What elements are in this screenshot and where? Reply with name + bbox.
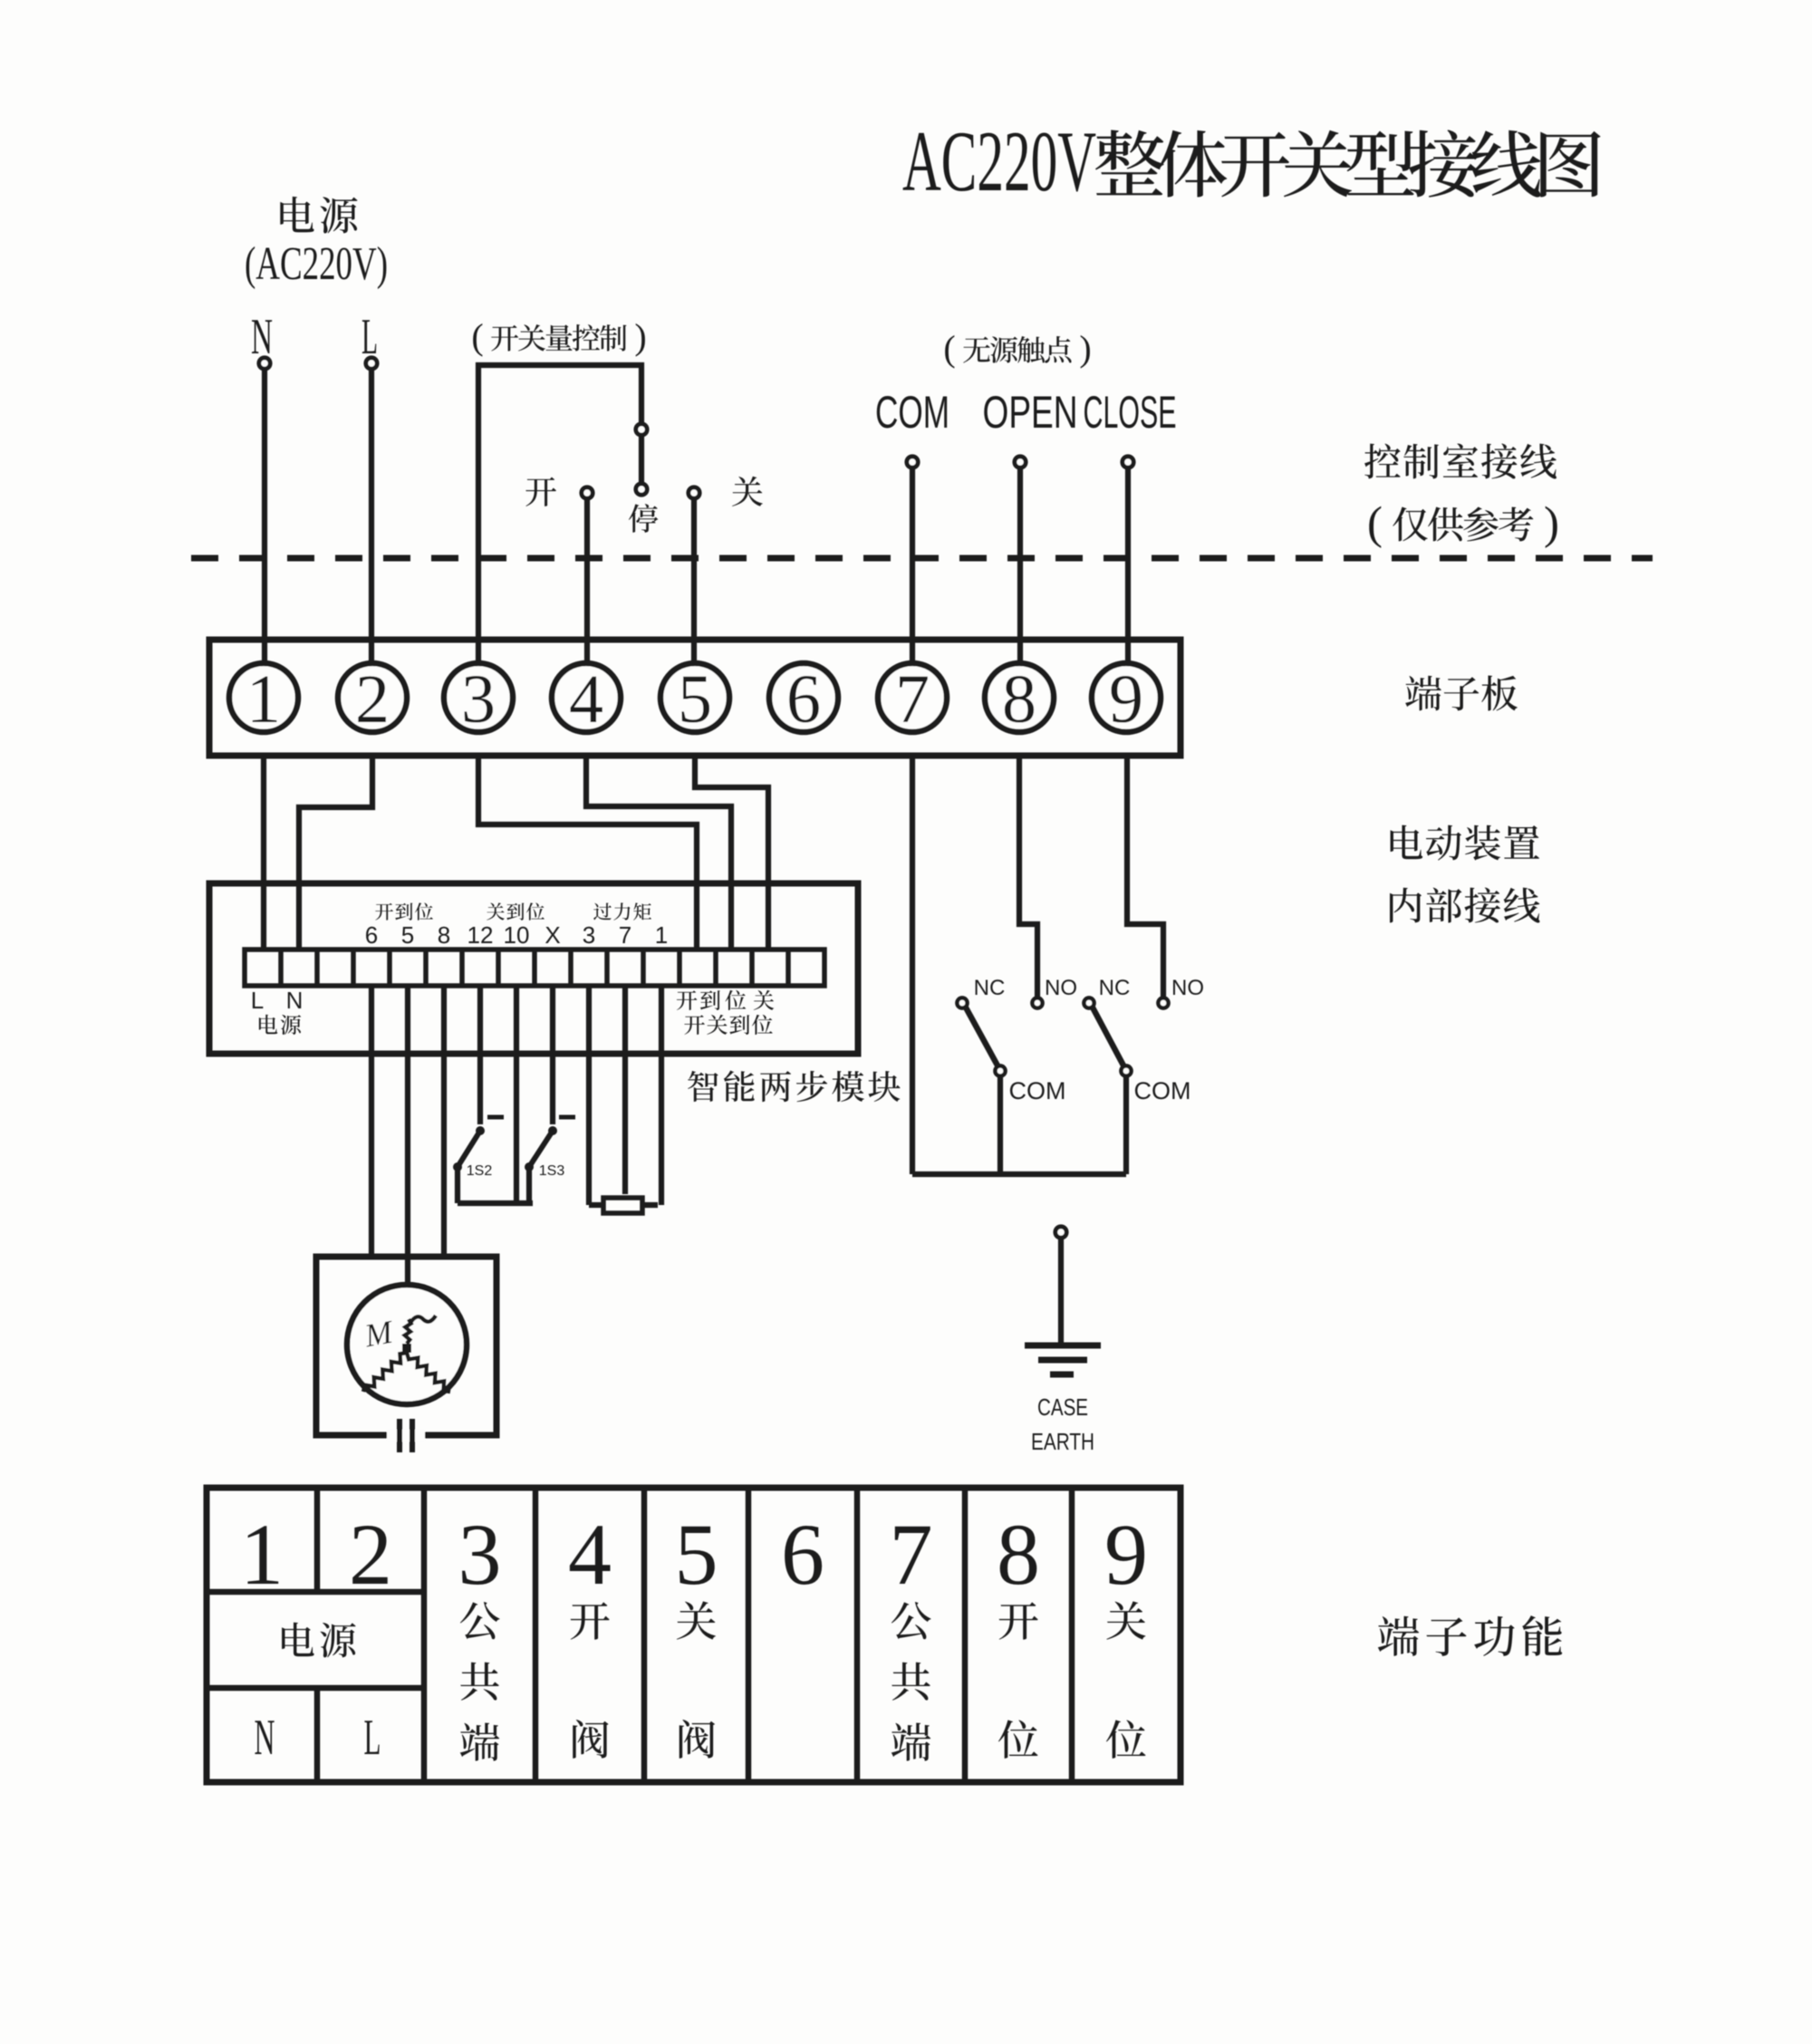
svg-text:1: 1 bbox=[240, 1506, 284, 1603]
svg-text:7: 7 bbox=[890, 1506, 933, 1603]
svg-text:3: 3 bbox=[583, 921, 595, 949]
svg-text:X: X bbox=[545, 921, 560, 949]
svg-text:L: L bbox=[364, 1710, 381, 1766]
svg-text:AC220V: AC220V bbox=[902, 113, 1096, 209]
svg-text:NC: NC bbox=[974, 976, 1006, 1000]
svg-text:NO: NO bbox=[1171, 976, 1204, 1000]
svg-text:NO: NO bbox=[1045, 976, 1077, 1000]
svg-text:(: ( bbox=[943, 328, 955, 369]
svg-text:2: 2 bbox=[355, 661, 390, 738]
svg-text:9: 9 bbox=[1104, 1506, 1148, 1603]
svg-text:1: 1 bbox=[655, 921, 668, 949]
svg-text:5: 5 bbox=[675, 1506, 718, 1603]
svg-text:L: L bbox=[251, 987, 264, 1014]
svg-text:7: 7 bbox=[895, 661, 930, 738]
svg-text:OPEN: OPEN bbox=[983, 387, 1078, 438]
svg-text:10: 10 bbox=[504, 921, 530, 949]
svg-text:CASE: CASE bbox=[1037, 1393, 1088, 1421]
svg-text:): ) bbox=[634, 316, 646, 357]
svg-text:N: N bbox=[251, 309, 273, 365]
svg-text:3: 3 bbox=[458, 1506, 502, 1603]
svg-text:(: ( bbox=[1367, 498, 1383, 549]
svg-text:8: 8 bbox=[997, 1506, 1040, 1603]
svg-text:4: 4 bbox=[568, 1506, 612, 1603]
svg-text:6: 6 bbox=[786, 661, 821, 738]
svg-text:5: 5 bbox=[678, 661, 712, 738]
svg-text:(: ( bbox=[471, 316, 483, 357]
svg-text:9: 9 bbox=[1109, 661, 1143, 738]
svg-text:N: N bbox=[255, 1710, 275, 1766]
svg-text:1S3: 1S3 bbox=[539, 1163, 565, 1179]
svg-text:): ) bbox=[1544, 498, 1559, 549]
svg-text:1: 1 bbox=[246, 661, 281, 738]
svg-text:COM: COM bbox=[1009, 1077, 1066, 1104]
svg-text:6: 6 bbox=[365, 921, 378, 949]
svg-text:CLOSE: CLOSE bbox=[1084, 387, 1177, 438]
svg-text:1S2: 1S2 bbox=[467, 1163, 493, 1179]
svg-text:5: 5 bbox=[401, 921, 414, 949]
svg-text:2: 2 bbox=[349, 1506, 392, 1603]
svg-text:EARTH: EARTH bbox=[1031, 1428, 1094, 1455]
svg-text:3: 3 bbox=[461, 661, 496, 738]
svg-text:6: 6 bbox=[781, 1506, 824, 1603]
svg-text:NC: NC bbox=[1099, 976, 1131, 1000]
svg-text:8: 8 bbox=[1002, 661, 1036, 738]
svg-text:7: 7 bbox=[619, 921, 631, 949]
svg-text:): ) bbox=[1079, 328, 1091, 369]
svg-text:COM: COM bbox=[875, 387, 949, 438]
svg-text:4: 4 bbox=[569, 661, 603, 738]
svg-text:L: L bbox=[361, 309, 378, 365]
svg-text:N: N bbox=[286, 987, 304, 1014]
svg-text:8: 8 bbox=[438, 921, 450, 949]
svg-text:(AC220V): (AC220V) bbox=[245, 238, 388, 290]
svg-text:12: 12 bbox=[467, 921, 494, 949]
svg-text:COM: COM bbox=[1134, 1077, 1191, 1104]
